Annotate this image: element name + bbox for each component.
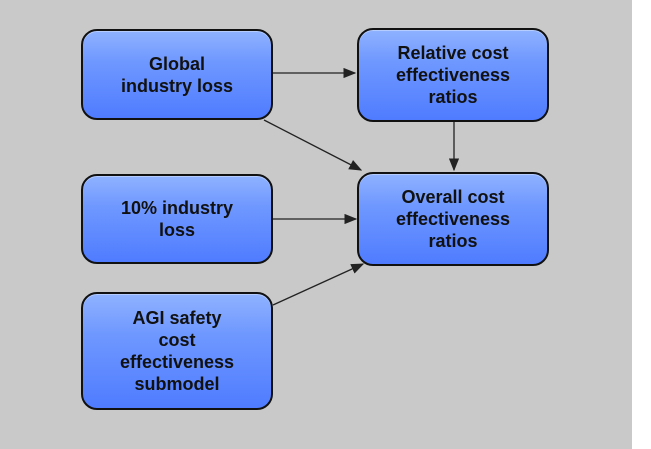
node-ten-percent-industry-loss: 10% industry loss bbox=[81, 174, 273, 264]
edge-global-to-overall bbox=[263, 119, 363, 171]
node-agi-safety-submodel: AGI safety cost effectiveness submodel bbox=[81, 292, 273, 410]
node-label: Relative cost effectiveness ratios bbox=[395, 43, 511, 107]
node-relative-cost-effectiveness-ratios: Relative cost effectiveness ratios bbox=[357, 28, 549, 122]
node-label: Global industry loss bbox=[120, 53, 234, 96]
node-label: 10% industry loss bbox=[120, 198, 234, 240]
node-overall-cost-effectiveness-ratios: Overall cost effectiveness ratios bbox=[357, 172, 549, 266]
node-global-industry-loss: Global industry loss bbox=[81, 29, 273, 120]
node-label: Overall cost effectiveness ratios bbox=[395, 187, 511, 251]
node-label: AGI safety cost effectiveness submodel bbox=[119, 308, 235, 394]
right-margin-strip bbox=[632, 0, 651, 449]
edge-agi-to-overall bbox=[272, 263, 365, 306]
